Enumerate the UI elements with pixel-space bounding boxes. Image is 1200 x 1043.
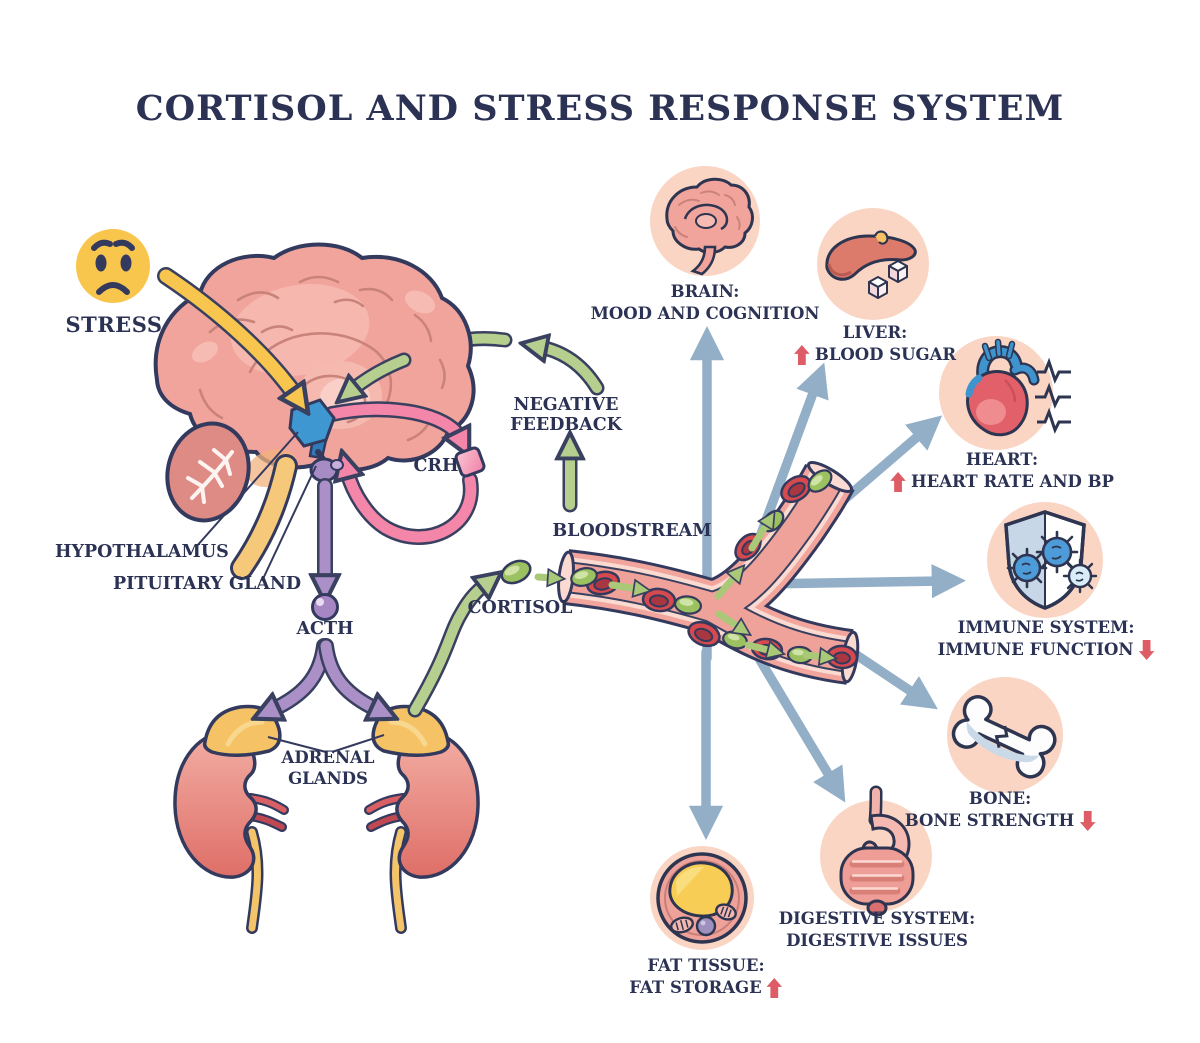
stress-arrow — [157, 267, 296, 396]
liver-effect-label: LIVER: BLOOD SUGAR — [794, 322, 956, 366]
heart-effect-label: HEART: HEART RATE AND BP — [890, 449, 1114, 493]
adrenal-kidneys — [173, 704, 480, 934]
nucleus — [695, 915, 717, 937]
crh-molecule — [454, 446, 486, 478]
hypothalamus-label: HYPOTHALAMUS — [55, 542, 229, 562]
sugar-cube-icon — [868, 260, 908, 299]
cortisol-entry-arrow — [534, 577, 552, 578]
heart-circle — [939, 336, 1071, 450]
digestive-icon — [839, 785, 915, 917]
decrease-arrow-icon — [1079, 810, 1096, 831]
crh-label: CRH — [413, 456, 459, 476]
brain-circle — [650, 166, 760, 276]
right-kidney — [395, 729, 480, 879]
liver-icon — [825, 230, 917, 299]
fat-cell-icon — [656, 852, 748, 944]
adrenal-pointer-right — [331, 734, 385, 753]
adrenal-glands-label: ADRENAL GLANDS — [281, 748, 375, 789]
fat-effect-label: FAT TISSUE: FAT STORAGE — [629, 955, 783, 999]
arrow-to-immune — [757, 564, 966, 599]
immune-effect-label: IMMUNE SYSTEM: IMMUNE FUNCTION — [938, 617, 1155, 661]
increase-arrow-icon — [766, 977, 783, 998]
negative-feedback-into-brain — [352, 352, 412, 390]
increase-arrow-icon — [890, 471, 906, 492]
brain-icon — [665, 177, 754, 276]
brainstem — [233, 457, 295, 577]
virus-icons — [1006, 530, 1098, 594]
cerebellum-arbor — [186, 448, 234, 504]
left-kidney — [173, 729, 258, 879]
acth-label: ACTH — [296, 619, 354, 639]
acth-branch-arrows — [272, 638, 378, 710]
immune-circle — [987, 502, 1103, 618]
mitochondria-icon — [670, 903, 737, 934]
immune-shield-icon — [1004, 510, 1098, 610]
brain-effect-label: BRAIN: MOOD AND COGNITION — [590, 282, 820, 323]
cortisol-molecule — [500, 559, 532, 585]
digestive-effect-label: DIGESTIVE SYSTEM: DIGESTIVE ISSUES — [778, 909, 976, 950]
flow-direction-arrows — [608, 522, 824, 657]
pituitary-pointer — [261, 465, 317, 582]
negative-feedback-label: NEGATIVE FEEDBACK — [510, 395, 622, 435]
fat-circle — [650, 846, 754, 950]
bone-effect-label: BONE: BONE STRENGTH — [905, 788, 1096, 832]
stress-face-icon — [76, 229, 150, 303]
bone-icon — [951, 695, 1057, 779]
cortisol-release-arrow — [407, 584, 486, 718]
decrease-arrow-icon — [1138, 639, 1155, 660]
page-title: CORTISOL AND STRESS RESPONSE SYSTEM — [135, 88, 1065, 129]
bloodstream-label: BLOODSTREAM — [552, 521, 712, 541]
acth-molecule — [311, 593, 339, 621]
crh-arrows — [324, 401, 486, 545]
heart-icon — [965, 338, 1071, 437]
adrenal-pointer-left — [267, 736, 327, 753]
increase-arrow-icon — [794, 344, 810, 365]
bone-circle — [947, 677, 1063, 793]
cortisol-label: CORTISOL — [467, 598, 573, 618]
digestive-circle — [820, 785, 932, 917]
cerebellum — [165, 421, 251, 523]
pointer-lines — [195, 431, 385, 753]
liver-circle — [817, 208, 929, 320]
hypothalamus-pointer — [195, 431, 299, 548]
stress-label: STRESS — [65, 312, 163, 337]
arrow-to-digestive — [755, 655, 846, 803]
pituitary-gland-label: PITUITARY GLAND — [113, 574, 302, 594]
